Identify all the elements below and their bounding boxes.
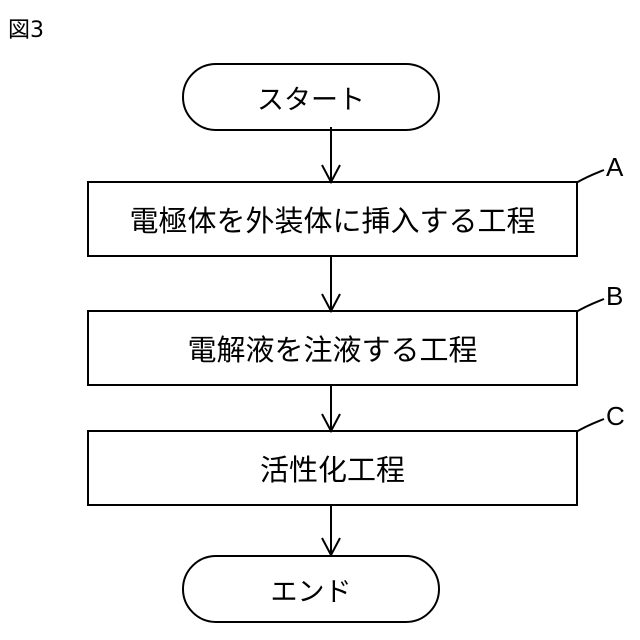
ref-label-c: C [606, 401, 625, 432]
ref-label-b: B [606, 281, 623, 312]
process-step-c: 活性化工程 [87, 430, 578, 506]
process-step-b: 電解液を注液する工程 [87, 310, 578, 386]
leader-line-c [576, 419, 604, 432]
end-terminal: エンド [182, 555, 440, 623]
leader-line-a [576, 170, 604, 183]
leader-line-b [576, 299, 604, 312]
start-terminal: スタート [182, 63, 440, 131]
process-step-a: 電極体を外装体に挿入する工程 [87, 181, 578, 257]
ref-label-a: A [606, 152, 623, 183]
